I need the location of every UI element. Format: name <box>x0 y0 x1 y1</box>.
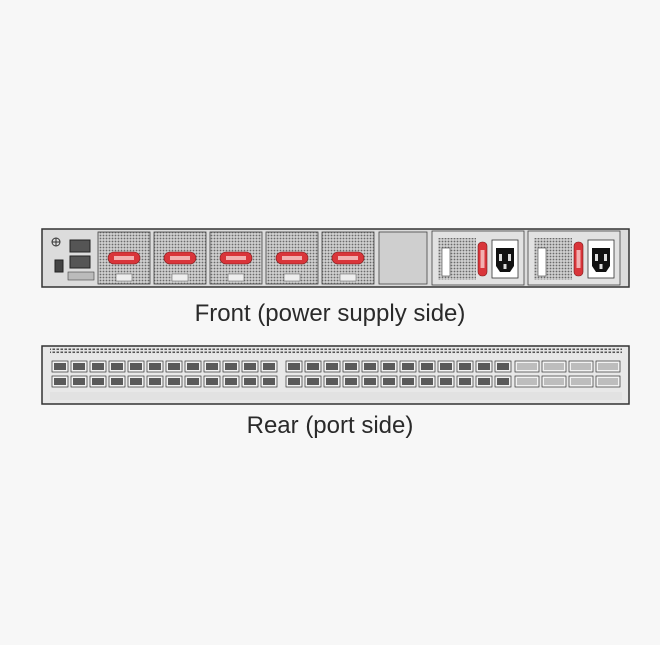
qsfp-port <box>568 375 594 388</box>
sfp-port <box>222 375 240 388</box>
sfp-port <box>475 375 493 388</box>
qsfp-port <box>568 360 594 373</box>
sfp-port <box>203 375 221 388</box>
sfp-port <box>203 360 221 373</box>
fan-module-icon <box>97 231 151 285</box>
sfp-port <box>146 360 164 373</box>
sfp-port <box>70 360 88 373</box>
sfp-port <box>361 375 379 388</box>
sfp-port <box>285 375 303 388</box>
fan-modules <box>97 231 375 285</box>
sfp-port <box>380 375 398 388</box>
sfp-port <box>380 360 398 373</box>
sfp-port <box>285 360 303 373</box>
rear-panel <box>41 345 630 405</box>
sfp-port <box>304 375 322 388</box>
sfp-port <box>418 375 436 388</box>
qsfp-port <box>514 375 540 388</box>
sfp-port <box>184 375 202 388</box>
sfp-port <box>89 360 107 373</box>
rear-top-vent <box>50 348 622 354</box>
sfp-port <box>108 375 126 388</box>
fan-module-icon <box>153 231 207 285</box>
sfp-port <box>342 375 360 388</box>
sfp-ports <box>51 360 512 388</box>
sfp-port <box>323 375 341 388</box>
ethernet-port-icon <box>69 239 91 253</box>
sfp-port <box>51 375 69 388</box>
qsfp-port <box>541 375 567 388</box>
sfp-port <box>418 360 436 373</box>
sfp-port <box>494 360 512 373</box>
sfp-port <box>165 375 183 388</box>
sfp-port <box>399 360 417 373</box>
sfp-port <box>127 375 145 388</box>
front-caption: Front (power supply side) <box>194 300 466 327</box>
usb-port-icon <box>54 259 64 273</box>
sfp-port <box>241 375 259 388</box>
power-supply-module <box>527 230 621 286</box>
sfp-port <box>184 360 202 373</box>
fan-module-icon <box>209 231 263 285</box>
sfp-port <box>260 360 278 373</box>
sfp-port <box>260 375 278 388</box>
sfp-port <box>89 375 107 388</box>
sfp-port <box>127 360 145 373</box>
power-supplies <box>431 230 621 286</box>
sfp-port <box>475 360 493 373</box>
sfp-port <box>361 360 379 373</box>
sfp-port <box>222 360 240 373</box>
sfp-port <box>51 360 69 373</box>
sfp-port <box>304 360 322 373</box>
sfp-port <box>456 375 474 388</box>
sfp-port <box>165 360 183 373</box>
qsfp-port <box>595 360 621 373</box>
power-socket-icon <box>491 239 519 279</box>
sfp-port <box>494 375 512 388</box>
management-area <box>51 237 95 281</box>
sfp-port <box>323 360 341 373</box>
fan-module-icon <box>265 231 319 285</box>
sfp-port <box>437 360 455 373</box>
qsfp-port <box>595 375 621 388</box>
qsfp-port <box>541 360 567 373</box>
power-supply-module <box>431 230 525 286</box>
front-panel <box>41 228 630 288</box>
ethernet-port-icon-2 <box>69 255 91 269</box>
qsfp-port <box>514 360 540 373</box>
blank-plate <box>378 231 428 285</box>
fan-module-icon <box>321 231 375 285</box>
rear-caption: Rear (port side) <box>246 412 414 439</box>
sfp-port <box>456 360 474 373</box>
sfp-port <box>70 375 88 388</box>
rear-bottom-strip <box>50 392 622 400</box>
sfp-port <box>399 375 417 388</box>
sfp-port <box>146 375 164 388</box>
power-socket-icon <box>587 239 615 279</box>
sfp-port <box>241 360 259 373</box>
qsfp-ports <box>514 360 621 388</box>
sfp-port <box>437 375 455 388</box>
sfp-port <box>342 360 360 373</box>
sfp-port <box>108 360 126 373</box>
